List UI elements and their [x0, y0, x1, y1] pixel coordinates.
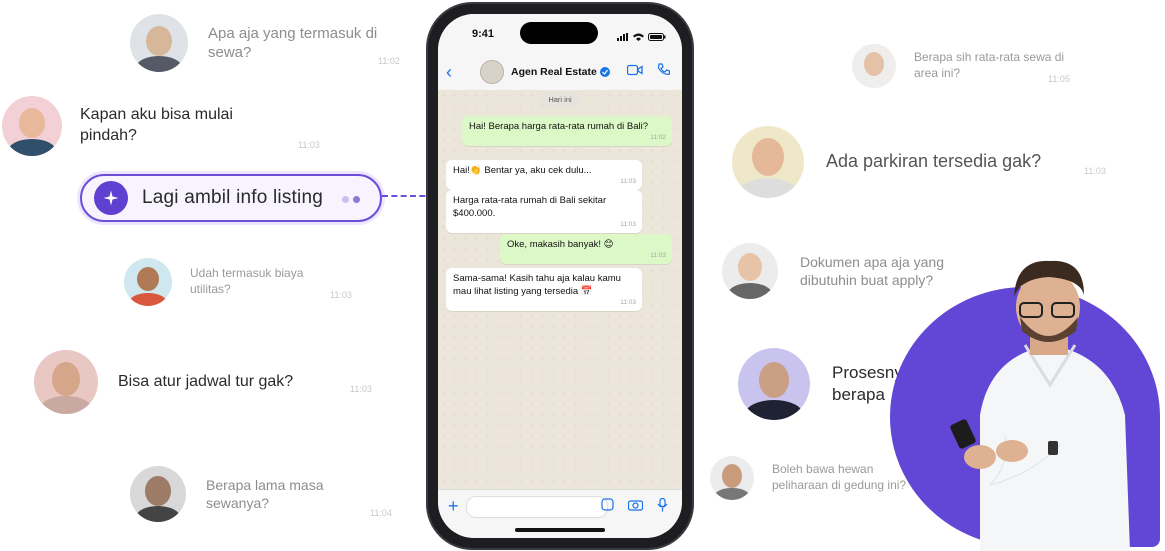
back-chevron-icon[interactable]: ‹	[446, 61, 452, 82]
question-time: 11:03	[330, 290, 352, 300]
question-time: 11:04	[370, 508, 392, 518]
composer-bar: +	[438, 489, 682, 538]
phone-screen: 9:41 ‹ Agen Real Estate Hari ini Hai! Be…	[438, 14, 682, 538]
message-bubble-outgoing: Oke, makasih banyak! 😊 11:03	[500, 234, 672, 264]
question-text: Boleh bawa hewan peliharaan di gedung in…	[772, 462, 907, 492]
question-text: Berapa lama masa sewanya?	[206, 476, 324, 511]
question-item: Udah termasuk biaya utilitas? 11:03	[124, 258, 352, 306]
home-indicator	[515, 528, 605, 532]
status-pill: Lagi ambil info listing	[80, 174, 382, 222]
sticker-icon[interactable]	[601, 498, 614, 517]
contact-name[interactable]: Agen Real Estate	[511, 66, 597, 78]
message-text: Harga rata-rata rumah di Bali sekitar $4…	[453, 195, 607, 219]
question-text: Udah termasuk biaya utilitas?	[190, 266, 304, 296]
video-call-icon[interactable]	[626, 63, 643, 81]
question-time: 11:03	[1084, 166, 1106, 176]
message-input[interactable]	[466, 496, 608, 518]
chat-header: ‹ Agen Real Estate	[438, 54, 682, 91]
typing-dots	[342, 196, 360, 203]
avatar	[130, 14, 188, 72]
question-time: 11:03	[298, 140, 320, 150]
question-item: Berapa sih rata-rata sewa di area ini? 1…	[852, 44, 1074, 88]
message-time: 11:03	[620, 178, 636, 186]
message-bubble-incoming: Sama-sama! Kasih tahu aja kalau kamu mau…	[446, 268, 642, 311]
question-text: Berapa sih rata-rata sewa di area ini?	[914, 50, 1065, 80]
phone-call-icon[interactable]	[657, 63, 671, 81]
man-with-phone-illustration	[950, 260, 1130, 551]
question-text: Ada parkiran tersedia gak?	[826, 151, 1042, 172]
connector-line	[382, 195, 444, 197]
question-text: Kapan aku bisa mulai pindah?	[80, 106, 233, 144]
avatar	[852, 44, 896, 88]
verified-badge-icon	[599, 67, 610, 77]
avatar	[732, 126, 804, 198]
message-bubble-incoming: Hai!👏 Bentar ya, aku cek dulu... 11:03	[446, 160, 642, 190]
avatar	[722, 243, 778, 299]
message-text: Hai!👏 Bentar ya, aku cek dulu...	[453, 165, 592, 176]
status-icons	[617, 28, 666, 46]
message-text: Oke, makasih banyak! 😊	[507, 239, 614, 250]
phone-mockup: 9:41 ‹ Agen Real Estate Hari ini Hai! Be…	[428, 4, 692, 548]
battery-icon	[648, 28, 666, 46]
message-text: Sama-sama! Kasih tahu aja kalau kamu mau…	[453, 273, 621, 297]
message-list: Hari ini Hai! Berapa harga rata-rata rum…	[438, 90, 682, 490]
question-time: 11:03	[350, 384, 372, 394]
wifi-icon	[633, 28, 644, 46]
avatar	[738, 348, 810, 420]
plus-icon[interactable]: +	[448, 496, 459, 516]
microphone-icon[interactable]	[657, 497, 668, 517]
message-time: 11:03	[620, 220, 636, 228]
question-item: Dokumen apa aja yang dibutuhin buat appl…	[722, 243, 970, 299]
day-label: Hari ini	[540, 92, 580, 107]
message-time: 11:03	[650, 252, 666, 260]
question-text: Apa aja yang termasuk di sewa?	[208, 24, 378, 62]
sparkle-icon	[94, 181, 128, 215]
question-time: 11:05	[1048, 74, 1070, 84]
avatar	[710, 456, 754, 500]
status-pill-label: Lagi ambil info listing	[142, 187, 323, 208]
dynamic-island	[520, 22, 598, 44]
message-text: Hai! Berapa harga rata-rata rumah di Bal…	[469, 121, 649, 132]
avatar	[34, 350, 98, 414]
status-clock: 9:41	[472, 28, 495, 40]
contact-avatar[interactable]	[480, 60, 504, 84]
message-bubble-outgoing: Hai! Berapa harga rata-rata rumah di Bal…	[462, 116, 672, 146]
avatar	[130, 466, 186, 522]
question-item: Berapa lama masa sewanya? 11:04	[130, 466, 392, 522]
avatar	[124, 258, 172, 306]
question-item: Kapan aku bisa mulai pindah? 11:03	[2, 96, 320, 156]
question-item: Prosesnya berapa	[738, 348, 952, 420]
camera-icon[interactable]	[627, 498, 644, 517]
status-bar: 9:41	[438, 14, 682, 58]
question-item: Apa aja yang termasuk di sewa? 11:02	[130, 14, 400, 72]
question-time: 11:02	[378, 56, 400, 66]
avatar	[2, 96, 62, 156]
message-time: 11:03	[620, 298, 636, 306]
question-text: Bisa atur jadwal tur gak?	[118, 372, 294, 390]
signal-icon	[617, 28, 629, 46]
question-item: Ada parkiran tersedia gak? 11:03	[732, 126, 1106, 198]
message-time: 11:02	[650, 134, 666, 142]
question-item: Boleh bawa hewan peliharaan di gedung in…	[710, 456, 922, 500]
question-text: Dokumen apa aja yang dibutuhin buat appl…	[800, 253, 944, 288]
question-text: Prosesnya berapa	[832, 362, 913, 404]
question-item: Bisa atur jadwal tur gak? 11:03	[34, 350, 372, 414]
message-bubble-incoming: Harga rata-rata rumah di Bali sekitar $4…	[446, 190, 642, 233]
